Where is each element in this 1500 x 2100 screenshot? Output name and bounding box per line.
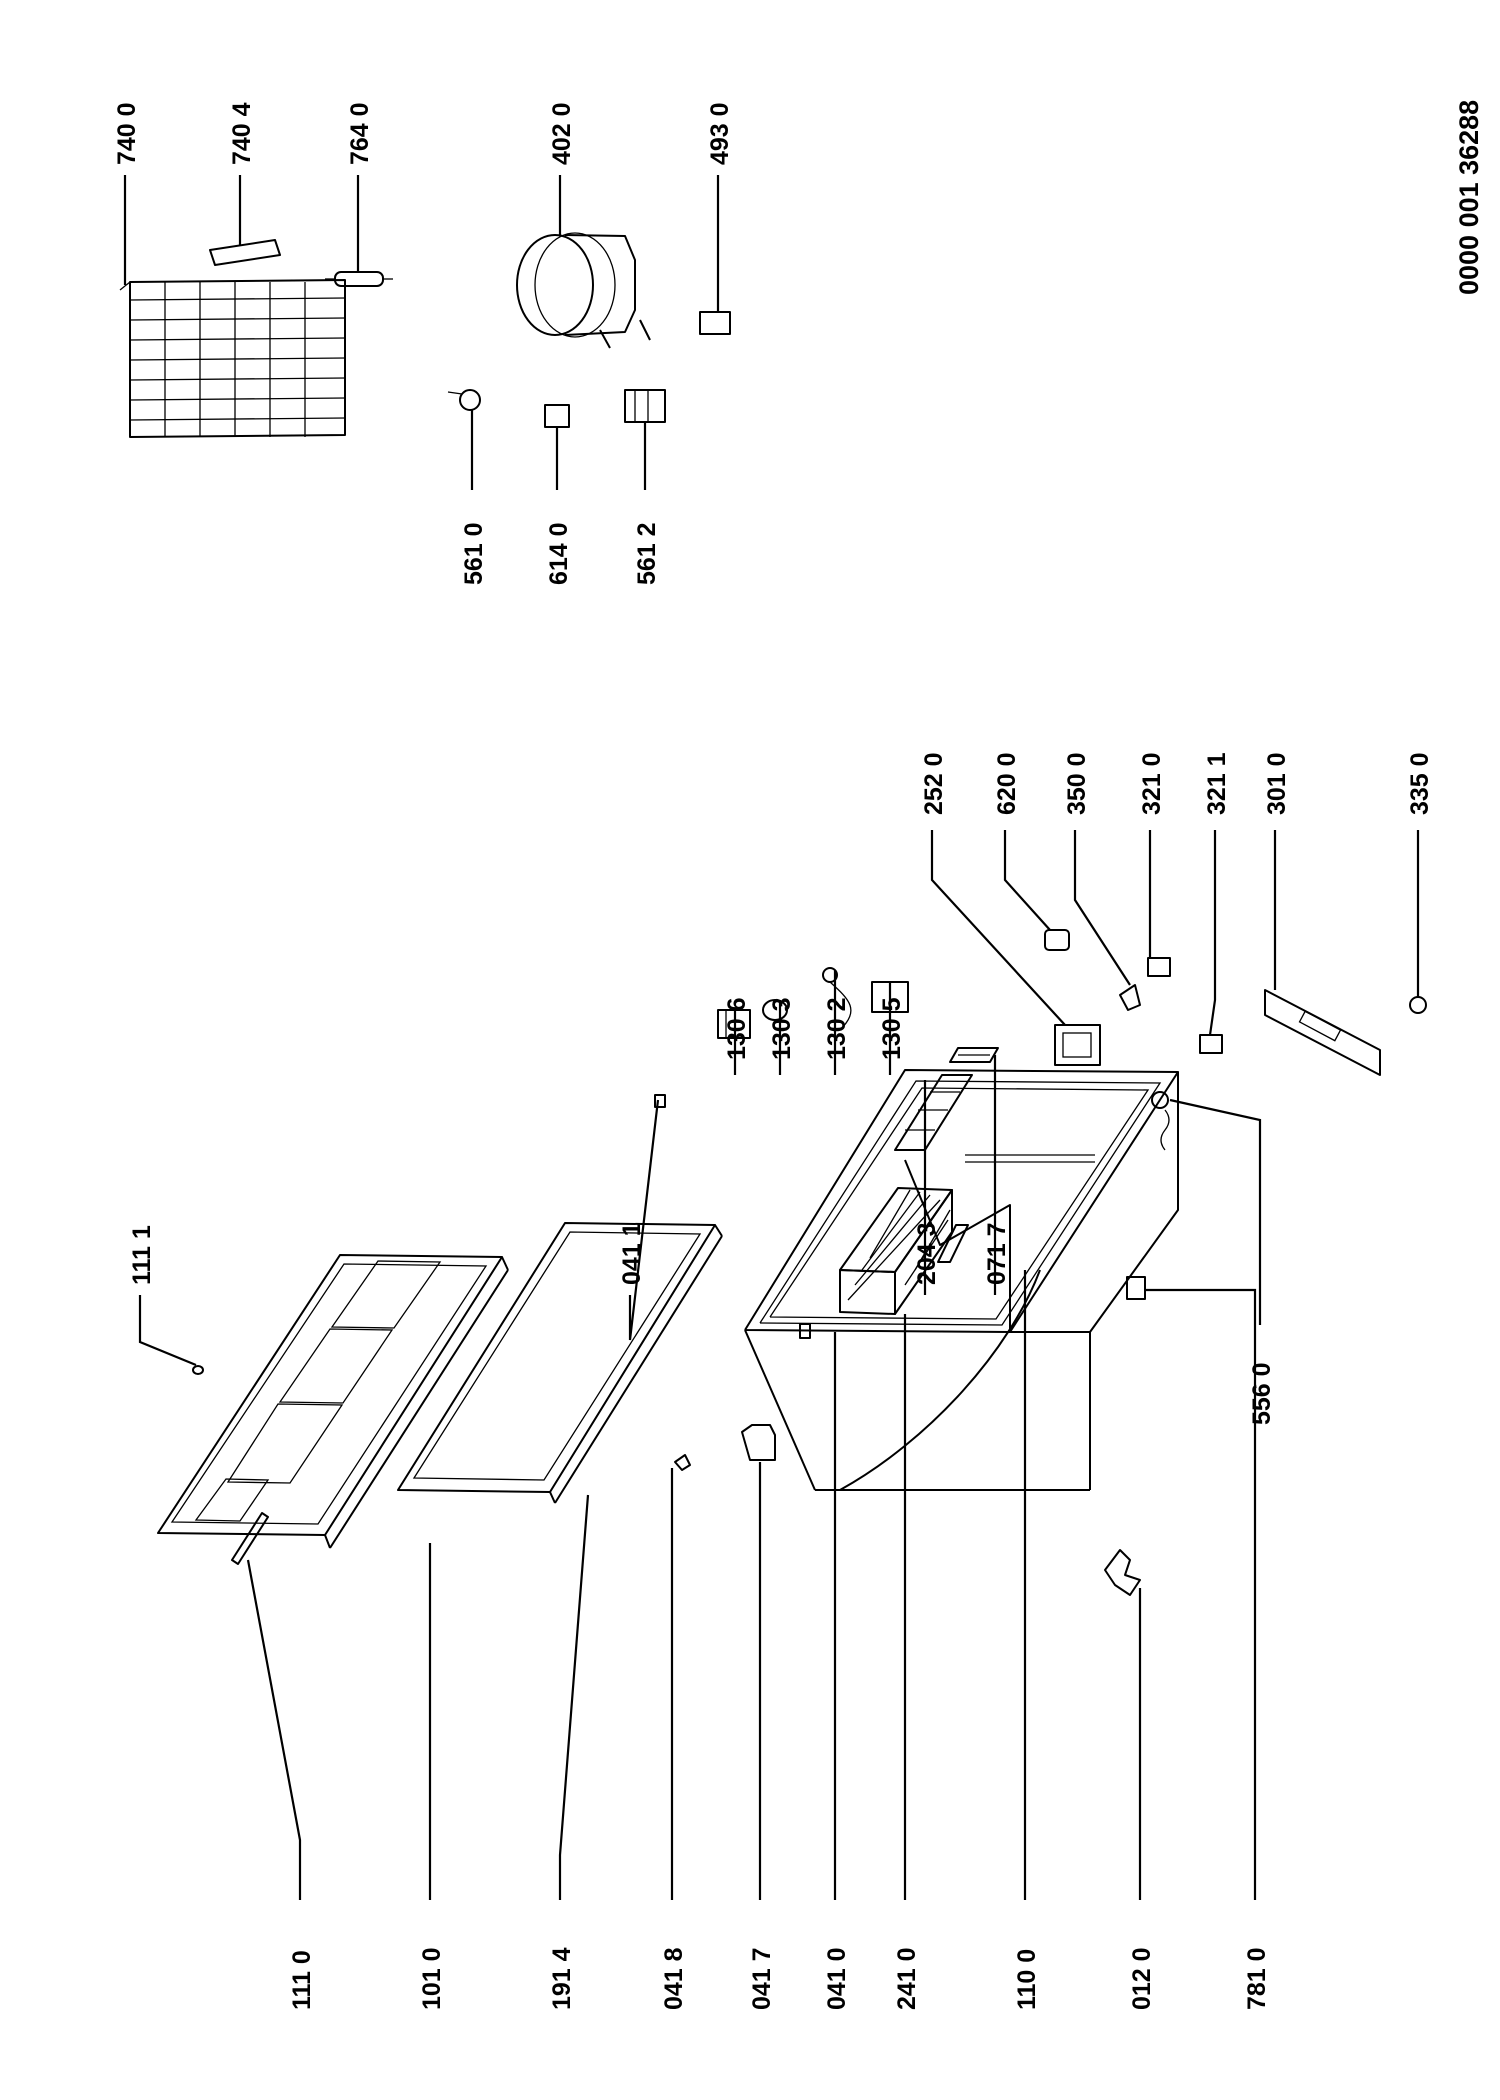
light-cover-301-0-illustration [1264,989,1381,1076]
label-402-0: 402 0 [548,102,576,165]
label-130-6: 130 6 [723,997,751,1060]
condenser-740-0-illustration [119,279,346,438]
label-252-0: 252 0 [920,752,948,815]
part-561-2-illustration [624,389,666,423]
bulb-335-0-illustration [1409,996,1427,1014]
cabinet-illustration [744,1069,1179,1491]
label-335-0: 335 0 [1406,752,1434,815]
panel-110-0-illustration [937,1224,969,1263]
label-130-2: 130 2 [823,997,851,1060]
part-614-0-illustration [544,404,570,428]
label-350-0: 350 0 [1063,752,1091,815]
screw-041-8-illustration [674,1454,691,1471]
hinge-041-7-illustration [741,1424,776,1461]
label-561-0: 561 0 [460,522,488,585]
lid-101-0-illustration [157,1254,509,1549]
part-321-1-illustration [1199,1034,1223,1054]
label-781-0: 781 0 [1243,1947,1271,2010]
hinge-041-0-illustration [799,1323,811,1339]
label-110-0: 110 0 [1013,1949,1041,2010]
part-321-0-illustration [1147,957,1171,977]
hinge-041-1-illustration [654,1094,666,1108]
label-012-0: 012 0 [1128,1947,1156,2010]
label-041-1: 041 1 [618,1222,646,1285]
label-241-0: 241 0 [893,1947,921,2010]
label-041-7: 041 7 [748,1947,776,2010]
cover-071-7-illustration [949,1047,999,1063]
thermostat-252-0-illustration [1054,1024,1101,1066]
label-321-0: 321 0 [1138,752,1166,815]
label-740-4: 740 4 [228,102,256,165]
label-130-3: 130 3 [768,997,796,1060]
part-556-0-illustration [1151,1091,1170,1151]
hinge-cap-111-1-illustration [192,1365,204,1375]
label-301-0: 301 0 [1263,752,1291,815]
divider-204-3-illustration [894,1074,973,1151]
leader-lines [123,175,1420,1900]
handle-111-0-illustration [231,1512,269,1565]
label-101-0: 101 0 [418,1947,446,2010]
label-620-0: 620 0 [993,752,1021,815]
bracket-012-0-illustration [1104,1549,1141,1596]
gasket-191-4-illustration [397,1222,723,1504]
label-041-8: 041 8 [660,1947,688,2010]
label-041-0: 041 0 [823,1947,851,2010]
foot-781-0-illustration [1126,1276,1146,1300]
label-556-0: 556 0 [1248,1362,1276,1425]
part-561-0-illustration [447,389,481,411]
label-764-0: 764 0 [346,102,374,165]
part-620-0-illustration [1044,929,1070,951]
label-130-5: 130 5 [878,997,906,1060]
part-493-0-illustration [699,311,731,335]
label-071-7: 071 7 [983,1222,1011,1285]
label-614-0: 614 0 [545,522,573,585]
label-111-1: 111 1 [128,1225,156,1285]
document-id: 0000 001 36288 [1454,100,1484,295]
label-321-1: 321 1 [1203,752,1231,815]
label-493-0: 493 0 [706,102,734,165]
part-130-3-illustration [762,999,788,1021]
label-204-3: 204 3 [913,1222,941,1285]
filter-drier-764-0-illustration [325,271,393,287]
compressor-402-0-illustration [516,232,651,349]
part-350-0-illustration [1119,984,1141,1011]
label-740-0: 740 0 [113,102,141,165]
label-561-2: 561 2 [633,522,661,585]
label-111-0: 111 0 [288,1950,316,2010]
label-191-4: 191 4 [548,1947,576,2010]
clamp-740-4-illustration [209,239,281,266]
